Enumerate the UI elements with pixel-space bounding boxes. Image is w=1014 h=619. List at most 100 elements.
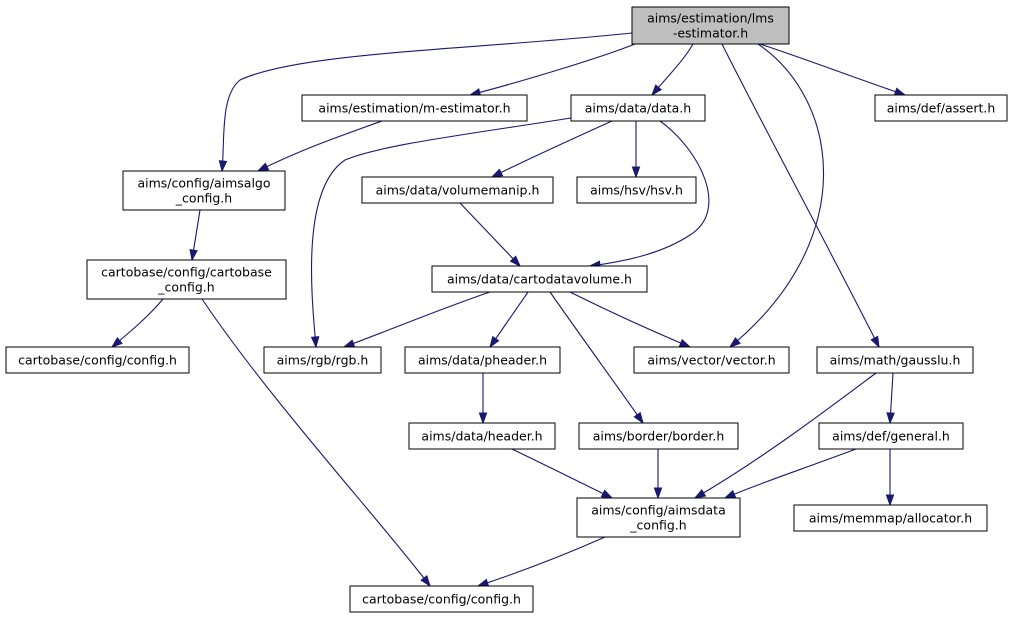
edge-arrowhead: [310, 336, 320, 349]
node-label: aims/config/aimsdata: [591, 503, 725, 518]
edge-arrowhead: [693, 488, 707, 499]
node-assert[interactable]: aims/def/assert.h: [874, 94, 1008, 122]
edge-arrowhead: [110, 336, 123, 348]
edge-cbcfg-to-cconf2: [201, 298, 431, 588]
node-label: aims/data/header.h: [421, 429, 542, 444]
edge-root-to-gauss: [721, 43, 880, 349]
node-cconf2[interactable]: cartobase/config/config.h: [349, 585, 534, 613]
node-box: [631, 6, 790, 45]
node-gauss[interactable]: aims/math/gausslu.h: [816, 346, 974, 374]
node-algo[interactable]: aims/config/aimsalgo_config.h: [122, 170, 286, 211]
node-label: aims/def/assert.h: [887, 101, 996, 116]
edge-arrowhead: [723, 489, 737, 499]
node-box: [263, 346, 382, 374]
node-label: _config.h: [175, 191, 232, 206]
edge-root-to-algo: [218, 32, 633, 173]
node-vman[interactable]: aims/data/volumemanip.h: [361, 176, 554, 204]
edge-arrowhead: [218, 160, 228, 173]
edge-aimsdata-to-cconf2: [476, 536, 606, 587]
node-label: aims/data/cartodatavolume.h: [447, 272, 632, 287]
edge-line: [257, 120, 383, 172]
node-alloc[interactable]: aims/memmap/allocator.h: [793, 504, 988, 532]
edge-root-to-assert: [759, 43, 907, 96]
node-label: cartobase/config/config.h: [362, 592, 521, 607]
node-mest[interactable]: aims/estimation/m-estimator.h: [301, 94, 528, 122]
edge-arrowhead: [342, 339, 356, 348]
node-label: aims/config/aimsalgo: [137, 176, 270, 191]
edge-border-to-aimsdata: [653, 449, 663, 500]
edge-arrowhead: [489, 335, 500, 349]
edge-mest-to-algo: [256, 120, 383, 172]
node-box: [5, 346, 190, 374]
edge-arrowhead: [678, 338, 692, 348]
edge-root-to-vec: [728, 43, 825, 348]
edge-cbcfg-to-cconf1: [110, 298, 164, 348]
node-label: _config.h: [157, 280, 214, 295]
edge-arrowhead: [651, 84, 663, 97]
edge-cdv-to-phead: [489, 291, 529, 349]
node-hsv[interactable]: aims/hsv/hsv.h: [576, 176, 697, 204]
node-box: [816, 346, 974, 374]
node-box: [86, 259, 287, 300]
edge-line: [759, 43, 906, 96]
edge-line: [721, 43, 880, 348]
node-general[interactable]: aims/def/general.h: [818, 422, 964, 450]
edge-data-to-vman: [490, 120, 613, 178]
edge-phead-to-head: [478, 373, 488, 425]
node-data[interactable]: aims/data/data.h: [570, 94, 706, 122]
node-label: aims/data/data.h: [585, 101, 691, 116]
node-label: cartobase/config/cartobase: [101, 265, 272, 280]
edge-arrowhead: [189, 248, 198, 262]
node-rgb[interactable]: aims/rgb/rgb.h: [263, 346, 382, 374]
node-label: aims/estimation/lms: [647, 11, 774, 26]
edge-arrowhead: [870, 335, 880, 349]
node-box: [361, 176, 554, 204]
node-label: -estimator.h: [673, 26, 748, 41]
edge-arrowhead: [893, 87, 907, 96]
edge-line: [729, 43, 825, 348]
node-label: aims/estimation/m-estimator.h: [318, 101, 510, 116]
node-box: [633, 346, 790, 374]
edge-cdv-to-vec: [569, 291, 692, 348]
node-box: [570, 94, 706, 122]
node-aimsdata[interactable]: aims/config/aimsdata_config.h: [576, 497, 741, 538]
node-cdv[interactable]: aims/data/cartodatavolume.h: [431, 265, 648, 293]
edge-arrowhead: [633, 411, 644, 425]
node-label: aims/data/pheader.h: [418, 353, 547, 368]
node-box: [874, 94, 1008, 122]
edge-line: [724, 448, 857, 499]
edge-arrowhead: [478, 412, 488, 425]
node-phead[interactable]: aims/data/pheader.h: [404, 346, 561, 374]
node-box: [431, 265, 648, 293]
node-label: aims/data/volumemanip.h: [376, 183, 540, 198]
edge-arrowhead: [256, 162, 270, 172]
edge-arrowhead: [490, 168, 504, 178]
edge-gauss-to-general: [886, 372, 895, 425]
edge-arrowhead: [653, 487, 663, 500]
node-root[interactable]: aims/estimation/lms-estimator.h: [631, 6, 790, 45]
node-label: aims/hsv/hsv.h: [590, 183, 683, 198]
edge-vman-to-cdv: [459, 202, 522, 268]
edge-root-to-data: [651, 43, 694, 97]
edge-root-to-mest: [468, 43, 636, 97]
node-vec[interactable]: aims/vector/vector.h: [633, 346, 790, 374]
edge-line: [477, 536, 606, 587]
node-head[interactable]: aims/data/header.h: [408, 422, 556, 450]
node-label: aims/math/gausslu.h: [830, 353, 961, 368]
node-box: [349, 585, 534, 613]
node-cbcfg[interactable]: cartobase/config/cartobase_config.h: [86, 259, 287, 300]
edge-cdv-to-rgb: [342, 291, 491, 348]
node-box: [576, 176, 697, 204]
edge-arrowhead: [476, 578, 490, 587]
node-border[interactable]: aims/border/border.h: [578, 422, 739, 450]
edge-algo-to-cbcfg: [189, 209, 201, 262]
edge-line: [694, 372, 877, 499]
node-box: [404, 346, 561, 374]
edge-cdv-to-border: [549, 291, 644, 425]
node-label: aims/rgb/rgb.h: [277, 353, 369, 368]
edge-arrowhead: [600, 489, 614, 499]
edge-arrowhead: [420, 575, 431, 588]
node-cconf1[interactable]: cartobase/config/config.h: [5, 346, 190, 374]
edge-line: [221, 32, 633, 172]
